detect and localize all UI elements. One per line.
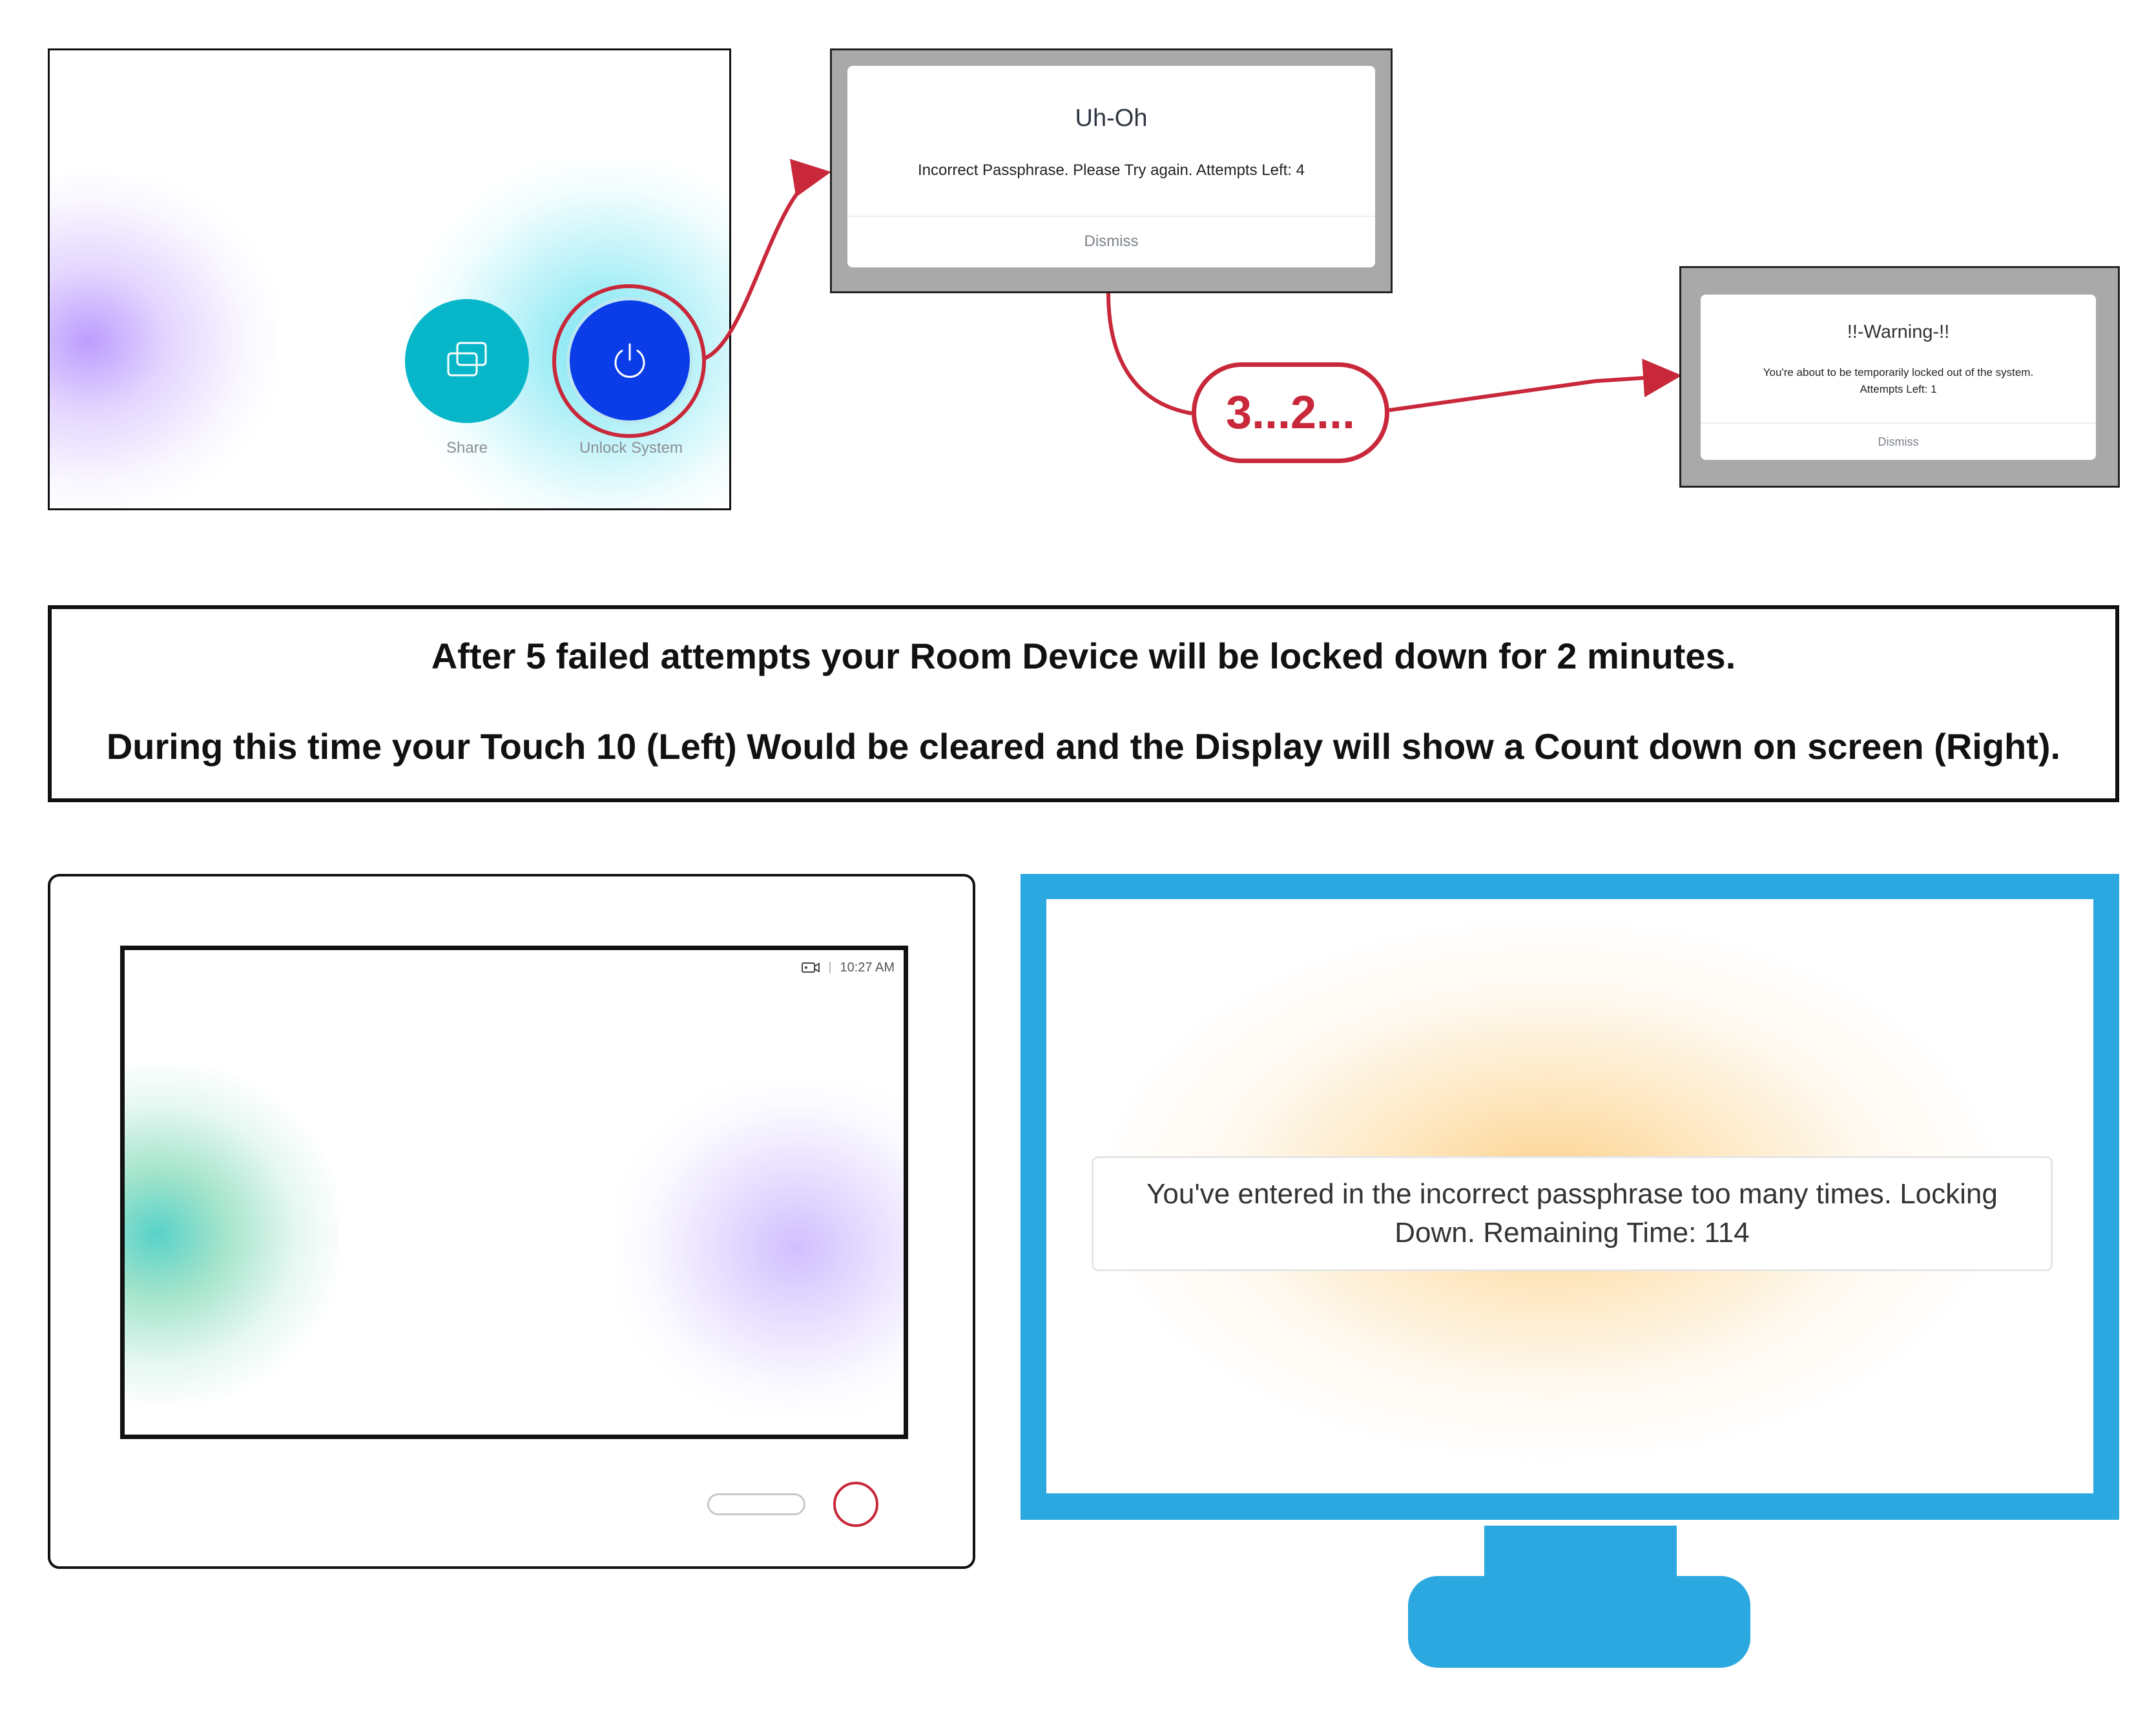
- arrow-to-warning-dialog: [1389, 358, 1682, 412]
- lockout-warning-dialog: !!-Warning-!! You're about to be tempora…: [1679, 266, 2120, 488]
- lockdown-message-card: You've entered in the incorrect passphra…: [1092, 1156, 2053, 1271]
- monitor-neck: [1484, 1526, 1677, 1585]
- info-line-1: After 5 failed attempts your Room Device…: [431, 636, 1736, 676]
- power-button[interactable]: [833, 1482, 878, 1527]
- dialog-message-line-2: Attempts Left: 1: [1860, 383, 1937, 395]
- status-bar: 10:27 AM: [801, 958, 895, 977]
- dialog-title: !!-Warning-!!: [1847, 322, 1950, 342]
- arrow-to-incorrect-dialog: [703, 159, 831, 360]
- violet-glow: [616, 1079, 904, 1415]
- camera-icon: [802, 962, 820, 973]
- dialog-divider: [1701, 422, 2096, 424]
- share-label: Share: [446, 439, 488, 457]
- green-glow: [125, 1066, 338, 1402]
- dialog-card: !!-Warning-!! You're about to be tempora…: [1701, 295, 2096, 460]
- home-button[interactable]: [707, 1493, 805, 1515]
- unlock-highlight-ring: [552, 284, 706, 438]
- arrow-to-countdown: [1106, 293, 1192, 415]
- power-icon: [614, 343, 645, 378]
- share-button[interactable]: [405, 299, 529, 423]
- share-screen-icon: [447, 342, 487, 377]
- monitor-screen: You've entered in the incorrect passphra…: [1046, 899, 2093, 1493]
- countdown-pill: 3...2...: [1192, 362, 1389, 463]
- dialog-card: Uh-Oh Incorrect Passphrase. Please Try a…: [847, 66, 1375, 267]
- monitor-base: [1408, 1576, 1750, 1668]
- dialog-title: Uh-Oh: [1075, 105, 1148, 132]
- unlock-system-label: Unlock System: [579, 439, 683, 457]
- lockdown-message: You've entered in the incorrect passphra…: [1146, 1178, 1998, 1249]
- dialog-message-line-1: You're about to be temporarily locked ou…: [1763, 366, 2034, 378]
- status-separator: [829, 962, 831, 973]
- dismiss-button[interactable]: Dismiss: [1084, 233, 1139, 250]
- purple-glow: [50, 173, 276, 508]
- touch10-screen: 10:27 AM: [120, 946, 908, 1439]
- info-box: After 5 failed attempts your Room Device…: [48, 605, 2119, 802]
- incorrect-passphrase-dialog: Uh-Oh Incorrect Passphrase. Please Try a…: [830, 48, 1393, 293]
- info-line-2: During this time your Touch 10 (Left) Wo…: [106, 726, 2061, 767]
- dismiss-button[interactable]: Dismiss: [1878, 435, 1919, 448]
- dialog-divider: [847, 216, 1375, 217]
- dialog-message: Incorrect Passphrase. Please Try again. …: [918, 161, 1305, 179]
- display-monitor: You've entered in the incorrect passphra…: [1021, 874, 2119, 1520]
- clock-time: 10:27 AM: [840, 960, 895, 975]
- unlock-system-button[interactable]: [566, 297, 693, 424]
- dialog-message: You're about to be temporarily locked ou…: [1720, 364, 2077, 398]
- touch10-device: 10:27 AM: [48, 874, 975, 1569]
- touch-panel-home-screenshot: Share Unlock System: [48, 48, 731, 510]
